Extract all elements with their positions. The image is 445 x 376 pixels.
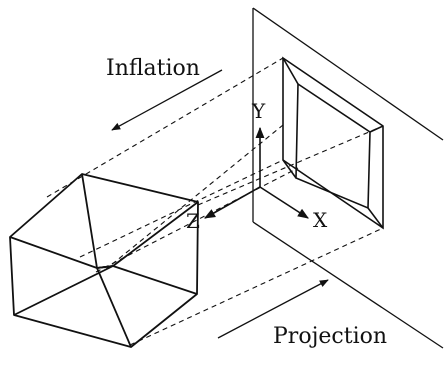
axis-y-label: Y	[251, 99, 266, 123]
inflation-arrow	[111, 69, 223, 131]
projection-plane	[252, 7, 444, 349]
projection-rays	[46, 57, 384, 346]
projection-label: Projection	[273, 324, 387, 349]
projection-arrow	[217, 279, 329, 339]
cube	[9, 173, 199, 348]
inflation-label: Inflation	[106, 56, 200, 81]
axis-x-label: X	[313, 208, 328, 232]
axis-x-arrow	[259, 186, 309, 219]
projected-square-frame	[282, 56, 384, 230]
axis-z-label: Z	[186, 209, 200, 233]
axis-z-arrow	[204, 186, 261, 219]
